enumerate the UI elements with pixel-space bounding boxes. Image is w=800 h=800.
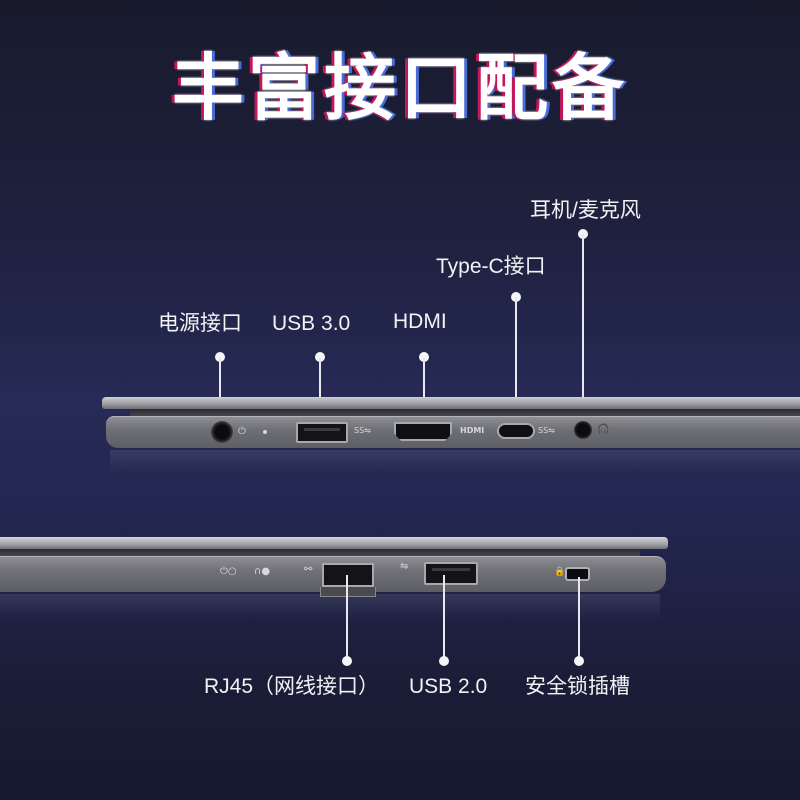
label-usb3: USB 3.0 bbox=[272, 312, 351, 335]
power-port bbox=[211, 421, 233, 443]
callout-dot-lock bbox=[574, 656, 584, 666]
label-typec: Type-C接口 bbox=[436, 255, 546, 278]
laptop-bottom-lid bbox=[0, 537, 668, 549]
label-power-port: 电源接口 bbox=[158, 312, 242, 335]
laptop-top-hinge-gap bbox=[130, 409, 800, 417]
hdmi-port bbox=[394, 422, 452, 441]
page-title: 丰富接口配备 bbox=[171, 46, 628, 130]
label-rj45: RJ45（网线接口） bbox=[204, 675, 380, 698]
usb-icon: ⇋ bbox=[400, 561, 409, 572]
callout-dot-usb2 bbox=[439, 656, 449, 666]
callout-line-audio bbox=[582, 234, 584, 430]
label-usb2: USB 2.0 bbox=[409, 675, 488, 698]
usb2-port bbox=[424, 562, 478, 585]
power-plug-icon: ⏻ bbox=[238, 426, 246, 437]
kensington-lock-icon: 🔒 bbox=[554, 567, 566, 577]
label-hdmi: HDMI bbox=[393, 310, 447, 333]
callout-line-lock bbox=[578, 577, 580, 659]
security-lock-slot bbox=[565, 567, 590, 581]
callout-line-typec bbox=[515, 297, 517, 427]
charge-led-icon: ∩● bbox=[254, 566, 271, 577]
laptop-bottom-hinge-gap bbox=[0, 549, 640, 557]
headset-icon: 🎧 bbox=[597, 424, 610, 435]
typec-port bbox=[497, 423, 535, 439]
label-security-lock: 安全锁插槽 bbox=[525, 675, 630, 698]
callout-line-usb3 bbox=[319, 357, 321, 427]
callout-line-power bbox=[219, 357, 221, 431]
callout-line-usb2 bbox=[443, 575, 445, 659]
network-icon: ⚯ bbox=[304, 564, 313, 575]
callout-line-rj45 bbox=[346, 575, 348, 659]
laptop-top-lid bbox=[102, 397, 800, 409]
rj45-port bbox=[322, 563, 374, 587]
superspeed-usb-icon: SS⇋ bbox=[354, 426, 371, 435]
label-audio-jack: 耳机/麦克风 bbox=[530, 199, 641, 222]
rj45-port-flap bbox=[320, 587, 376, 597]
callout-dot-rj45 bbox=[342, 656, 352, 666]
power-led-icon: ⏻○ bbox=[220, 566, 237, 577]
usb3-port bbox=[296, 422, 348, 443]
status-led bbox=[263, 430, 267, 434]
hdmi-marking: HDMI bbox=[460, 426, 485, 435]
audio-jack bbox=[574, 421, 592, 439]
laptop-top-reflection bbox=[110, 450, 800, 474]
callout-line-hdmi bbox=[423, 357, 425, 427]
superspeed-typec-icon: SS⇋ bbox=[538, 426, 555, 435]
laptop-bottom-reflection bbox=[0, 594, 660, 620]
